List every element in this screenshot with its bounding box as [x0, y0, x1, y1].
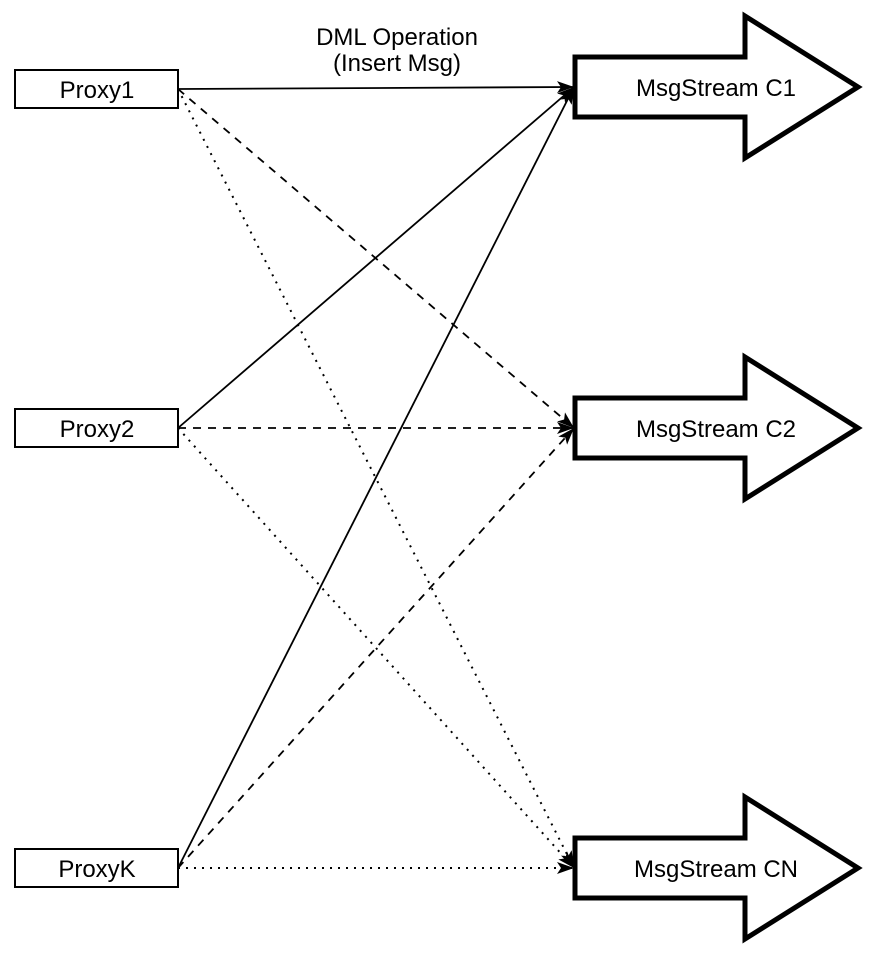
msgstream-c1-arrow-shape — [572, 11, 863, 163]
node-msgstream-c1: MsgStream C1 — [572, 11, 863, 163]
node-proxy1: Proxy1 — [14, 69, 179, 109]
node-msgstream-c2: MsgStream C2 — [572, 352, 863, 504]
edge-proxy2-to-msgstream-cn — [177, 427, 575, 869]
edge-label-dml-operation: DML Operation (Insert Msg) — [316, 24, 478, 77]
node-msgstream-cn: MsgStream CN — [572, 792, 863, 944]
proxyk-label: ProxyK — [58, 856, 135, 883]
msgstream-c1-label: MsgStream C1 — [636, 75, 796, 102]
msgstream-c2-arrow-shape — [572, 352, 863, 504]
proxy2-label: Proxy2 — [60, 416, 135, 443]
msgstream-c2-label: MsgStream C2 — [636, 416, 796, 443]
proxy1-label: Proxy1 — [60, 77, 135, 104]
edges — [177, 81, 575, 874]
edge-label-line2: (Insert Msg) — [333, 50, 461, 77]
msgstream-cn-arrow-shape — [572, 792, 863, 944]
node-proxy2: Proxy2 — [14, 408, 179, 448]
edge-label-line1: DML Operation — [316, 24, 478, 51]
edge-proxy1-to-msgstream-c1 — [177, 81, 575, 94]
edge-proxyk-to-msgstream-c1 — [177, 86, 575, 869]
proxy1-box — [14, 69, 179, 109]
node-proxyk: ProxyK — [14, 848, 179, 888]
edge-proxy1-to-msgstream-cn — [177, 88, 575, 869]
edge-proxy2-to-msgstream-c1 — [177, 86, 575, 429]
msgstream-cn-label: MsgStream CN — [634, 856, 798, 883]
